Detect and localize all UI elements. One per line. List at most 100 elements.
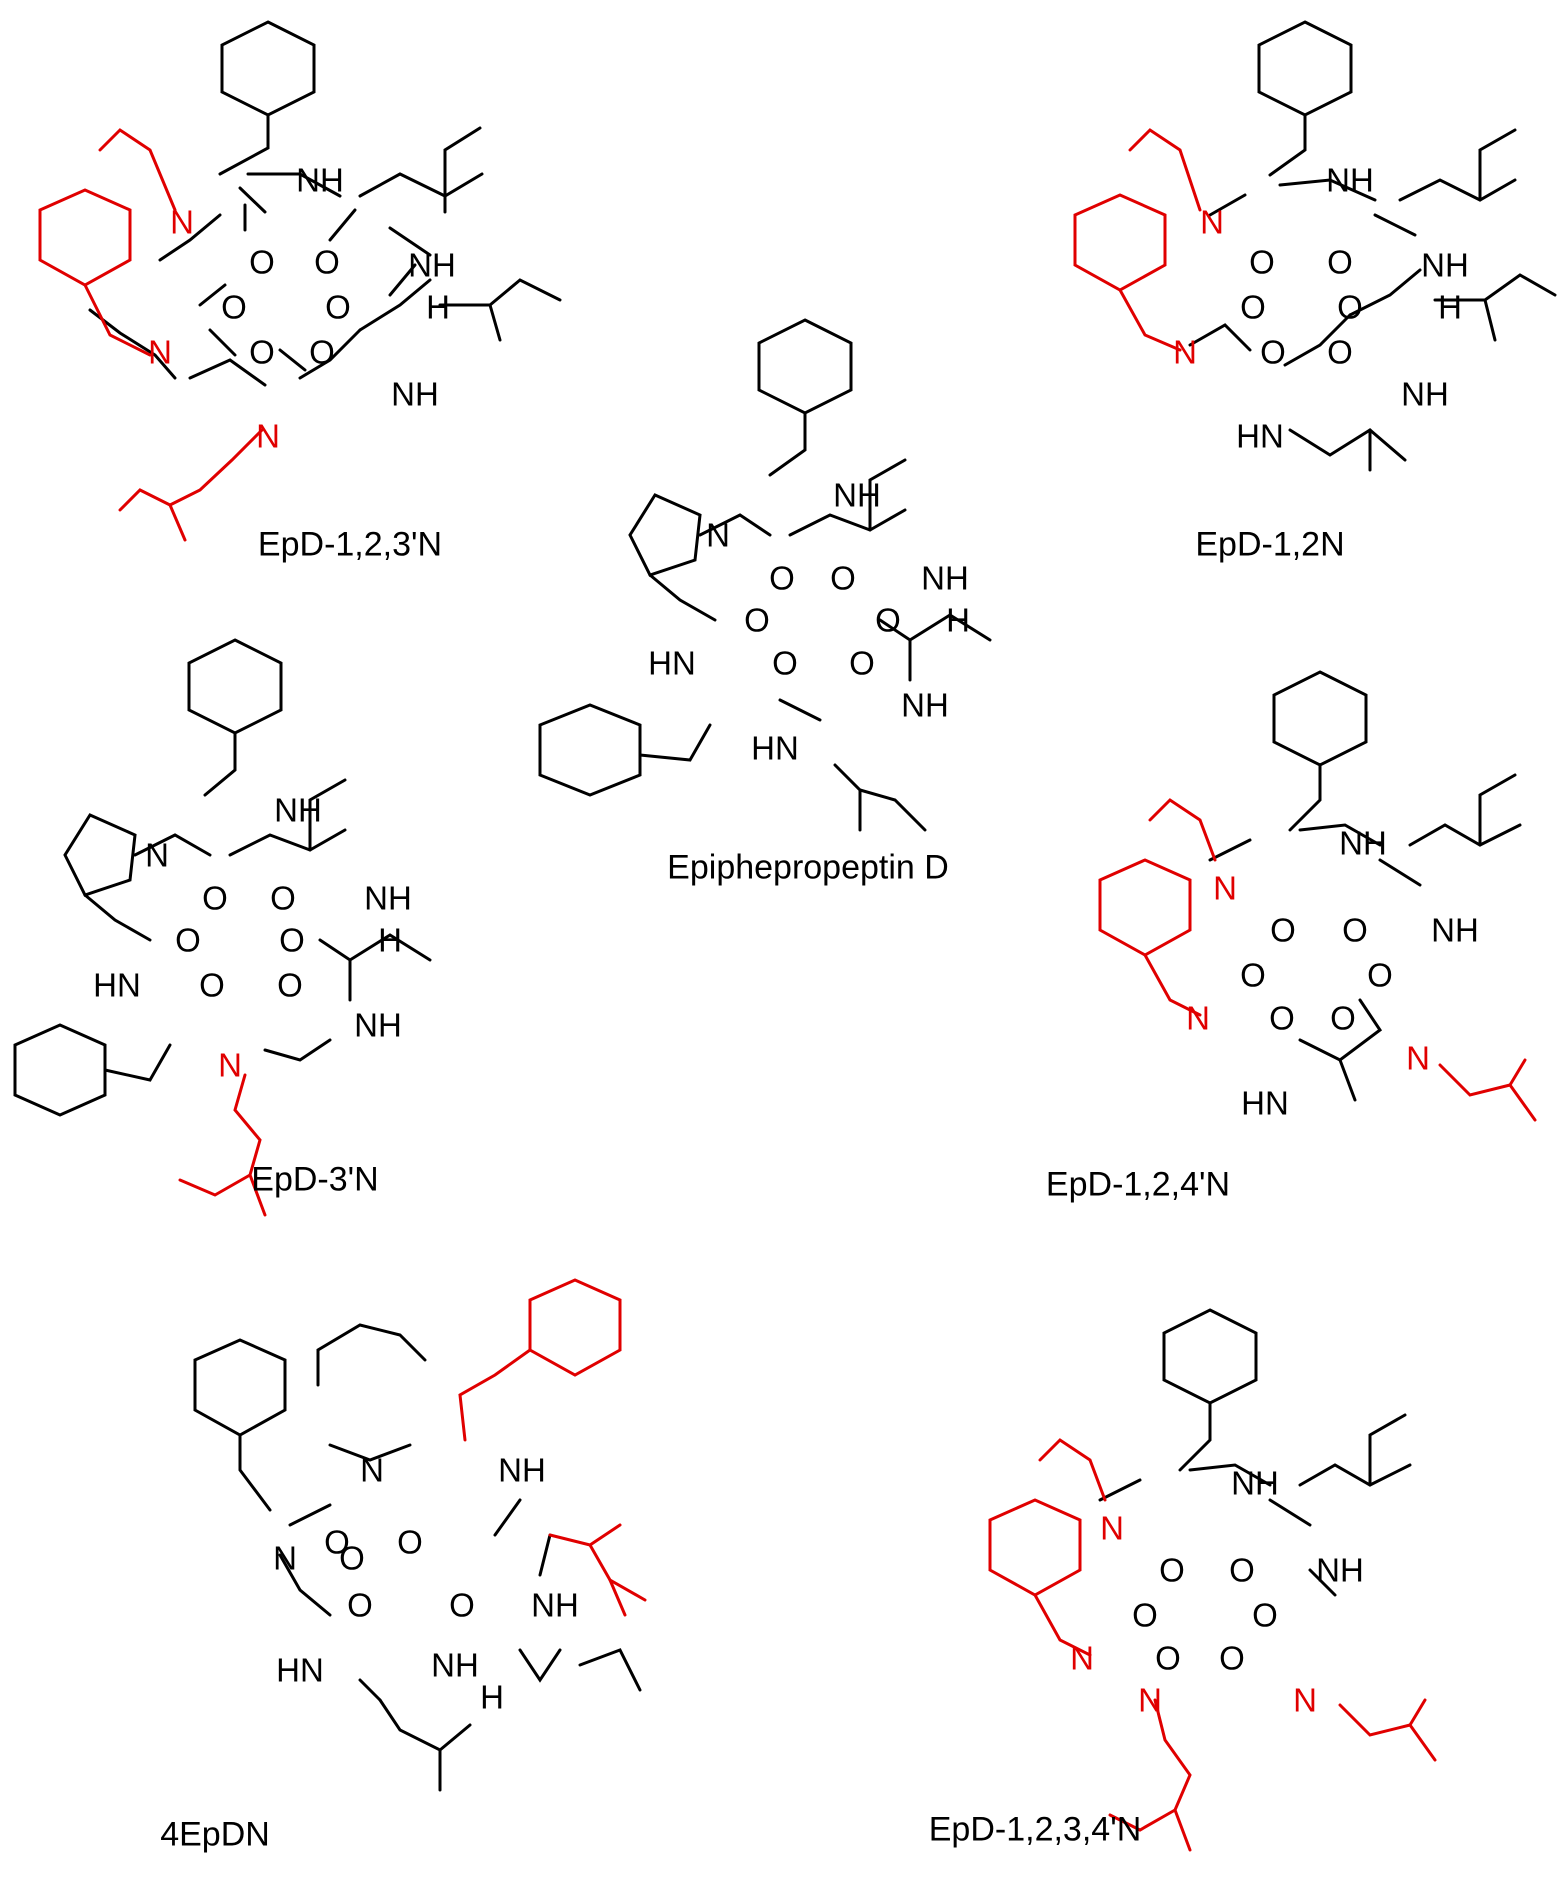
atom-nh: NH	[531, 1587, 579, 1624]
atom-o: O	[849, 645, 875, 682]
atom-nh: NH	[1421, 247, 1469, 284]
atom-o: O	[1240, 957, 1266, 994]
atom-o: O	[1249, 244, 1275, 281]
compound-label-epd-3n: EpD-3'N	[251, 1160, 379, 1199]
atom-o: O	[1327, 244, 1353, 281]
atom-o: O	[1270, 912, 1296, 949]
atom-n-red: N	[256, 418, 280, 455]
atom-h: H	[946, 602, 970, 639]
compound-label-4epdn: 4EpDN	[160, 1815, 270, 1854]
atom-h: H	[1438, 289, 1462, 326]
atom-o: O	[449, 1587, 475, 1624]
atom-nh: NH	[1431, 912, 1479, 949]
atom-n: N	[145, 837, 169, 874]
atom-n-red: N	[1293, 1682, 1317, 1719]
atom-o: O	[1337, 289, 1363, 326]
compound-label-epd-123n: EpD-1,2,3'N	[257, 525, 443, 564]
atom-o: O	[1342, 912, 1368, 949]
atom-n-red: N	[1173, 334, 1197, 371]
atom-o: O	[1219, 1640, 1245, 1677]
atom-n-red: N	[148, 334, 172, 371]
atom-o: O	[772, 645, 798, 682]
atom-o: O	[397, 1524, 423, 1561]
atom-o: O	[175, 922, 201, 959]
atom-nh: NH	[431, 1647, 479, 1684]
atom-n-red: N	[1213, 870, 1237, 907]
atom-nh: NH	[364, 880, 412, 917]
atom-nh: NH	[354, 1007, 402, 1044]
atom-nh: NH	[296, 162, 344, 199]
atom-o: O	[1367, 957, 1393, 994]
atom-o: O	[277, 967, 303, 1004]
atom-n-red: N	[1200, 204, 1224, 241]
atom-nh: NH	[1316, 1552, 1364, 1589]
atom-hn: HN	[1241, 1085, 1289, 1122]
compound-label-epiphepropeptin-d: Epiphepropeptin D	[667, 848, 949, 887]
atom-o: O	[202, 880, 228, 917]
atom-o: O	[1132, 1597, 1158, 1634]
atom-n-red: N	[1186, 1000, 1210, 1037]
atom-h: H	[480, 1679, 504, 1716]
atom-h: H	[378, 922, 402, 959]
atom-hn: HN	[648, 645, 696, 682]
atom-nh: NH	[921, 560, 969, 597]
atom-nh: NH	[901, 687, 949, 724]
atom-o: O	[270, 880, 296, 917]
atom-nh: NH	[1339, 825, 1387, 862]
atom-o: O	[324, 1524, 350, 1561]
atom-nh: NH	[833, 477, 881, 514]
atom-n: N	[360, 1452, 384, 1489]
atom-nh: NH	[391, 376, 439, 413]
atom-o: O	[249, 334, 275, 371]
atom-o: O	[1159, 1552, 1185, 1589]
compound-label-epd-1234n: EpD-1,2,3,4'N	[928, 1810, 1142, 1849]
atom-n-red: N	[1406, 1040, 1430, 1077]
atom-o: O	[744, 602, 770, 639]
atom-nh: NH	[1231, 1465, 1279, 1502]
atom-hn: HN	[1236, 418, 1284, 455]
compound-label-epd-124n: EpD-1,2,4'N	[1045, 1165, 1231, 1204]
atom-n-red: N	[1100, 1510, 1124, 1547]
atom-n: N	[706, 517, 730, 554]
atom-o: O	[339, 1540, 365, 1577]
atom-o: O	[1252, 1597, 1278, 1634]
atom-n-red: N	[1138, 1682, 1162, 1719]
atom-hn: HN	[276, 1652, 324, 1689]
atom-o: O	[1240, 289, 1266, 326]
atom-o: O	[199, 967, 225, 1004]
atom-n: N	[273, 1540, 297, 1577]
atom-o: O	[1155, 1640, 1181, 1677]
atom-nh: NH	[274, 792, 322, 829]
atom-o: O	[221, 289, 247, 326]
atom-nh: NH	[1326, 162, 1374, 199]
atom-hn: HN	[751, 730, 799, 767]
atom-o: O	[830, 560, 856, 597]
atom-o: O	[1269, 1000, 1295, 1037]
atom-o: O	[249, 244, 275, 281]
atom-n-red: N	[1070, 1640, 1094, 1677]
atom-o: O	[1327, 334, 1353, 371]
atom-nh: NH	[1401, 376, 1449, 413]
atom-hn: HN	[93, 967, 141, 1004]
atom-n-red: N	[218, 1047, 242, 1084]
atom-o: O	[314, 244, 340, 281]
atom-o: O	[769, 560, 795, 597]
atom-o: O	[1260, 334, 1286, 371]
atom-nh: NH	[498, 1452, 546, 1489]
atom-nh: NH	[408, 247, 456, 284]
atom-o: O	[1330, 1000, 1356, 1037]
atom-o: O	[347, 1587, 373, 1624]
atom-o: O	[309, 334, 335, 371]
atom-o: O	[1229, 1552, 1255, 1589]
compound-label-epd-12n: EpD-1,2N	[1195, 525, 1345, 564]
atom-n-red: N	[170, 204, 194, 241]
atom-o: O	[875, 602, 901, 639]
